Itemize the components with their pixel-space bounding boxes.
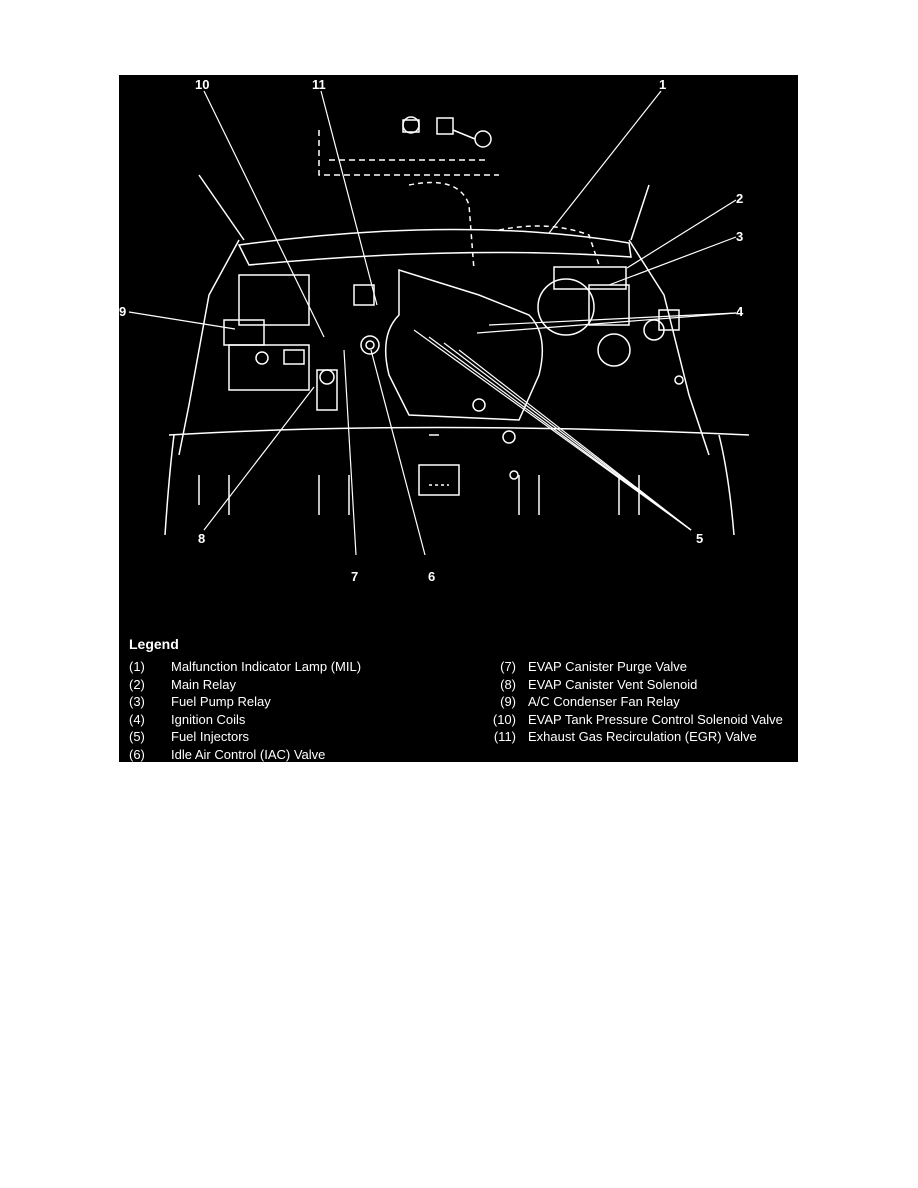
legend-number: (1) [129, 659, 145, 674]
engine-drawing [128, 90, 750, 556]
legend-number: (7) [500, 659, 516, 674]
reservoir-round [474, 130, 492, 148]
left-fender [178, 239, 240, 456]
legend-text: Fuel Pump Relay [171, 694, 271, 709]
legend-text: Exhaust Gas Recirculation (EGR) Valve [528, 729, 757, 744]
callout-5: 5 [696, 531, 704, 546]
legend-number: (8) [500, 676, 516, 692]
callout-1: 1 [659, 77, 667, 92]
legend-text: Main Relay [171, 676, 237, 692]
legend-text: EVAP Tank Pressure Control Solenoid Valv… [528, 711, 783, 727]
callout-7: 7 [351, 569, 359, 584]
leader-lines [128, 90, 737, 556]
legend-item: (3) Fuel Pump Relay [129, 693, 361, 711]
legend-text: A/C Condenser Fan Relay [528, 694, 680, 709]
legend-item: (6) Idle Air Control (IAC) Valve [129, 746, 361, 763]
legend-item: (8) EVAP Canister Vent Solenoid [482, 676, 783, 694]
legend-number: (5) [129, 729, 145, 744]
right-fender [628, 239, 710, 456]
legend-item: (1) Malfunction Indicator Lamp (MIL) [129, 658, 361, 676]
callout-4: 4 [736, 304, 744, 319]
legend-number: (4) [129, 711, 145, 727]
battery-outline [228, 344, 310, 391]
callout-10: 10 [195, 77, 210, 92]
legend-item: (9) A/C Condenser Fan Relay [482, 693, 783, 711]
iac-valve-outline [360, 335, 380, 355]
legend-title: Legend [129, 636, 179, 652]
callout-6: 6 [428, 569, 436, 584]
legend-right-column: (7) EVAP Canister Purge Valve (8) EVAP Can… [482, 658, 783, 746]
dashed-outline-upper [318, 130, 499, 176]
legend-text: Malfunction Indicator Lamp (MIL) [171, 659, 362, 674]
legend-text: EVAP Canister Purge Valve [528, 659, 687, 674]
callout-9: 9 [119, 304, 127, 319]
legend-number: (6) [129, 746, 145, 762]
legend-left-column: (1) Malfunction Indicator Lamp (MIL) (2) M… [129, 658, 361, 762]
brake-booster [537, 278, 595, 336]
legend-number: (10) [492, 711, 516, 727]
legend-number: (2) [129, 676, 145, 692]
relay-box [238, 274, 310, 326]
legend-item: (5) Fuel Injectors [129, 728, 361, 746]
callout-2: 2 [736, 191, 744, 206]
cowl-panel [237, 228, 632, 266]
reservoir-left [402, 119, 420, 133]
callout-11: 11 [312, 77, 326, 92]
legend-number: (3) [129, 694, 145, 709]
air-filter-outline [498, 225, 600, 266]
legend-item: (10) EVAP Tank Pressure Control Solenoid … [482, 711, 783, 729]
legend-text: Ignition Coils [171, 711, 246, 727]
legend-number: (11) [493, 729, 516, 744]
legend-item: (4) Ignition Coils [129, 711, 361, 729]
engine-diagram: 10 11 1 2 3 4 9 5 8 7 6 Legend (1) Malfun… [119, 75, 798, 762]
legend-item: (2) Main Relay [129, 676, 361, 694]
legend-item: (7) EVAP Canister Purge Valve [482, 658, 783, 676]
legend-item: (11) Exhaust Gas Recirculation (EGR) Valv… [482, 728, 783, 746]
legend-number: (9) [500, 694, 516, 709]
callout-8: 8 [198, 531, 206, 546]
callout-3: 3 [736, 229, 744, 244]
legend-text: EVAP Canister Vent Solenoid [528, 676, 698, 692]
legend-text: Fuel Injectors [171, 729, 250, 744]
engine-block [384, 268, 544, 421]
reservoir-right [436, 117, 454, 135]
legend-text: Idle Air Control (IAC) Valve [171, 746, 326, 762]
